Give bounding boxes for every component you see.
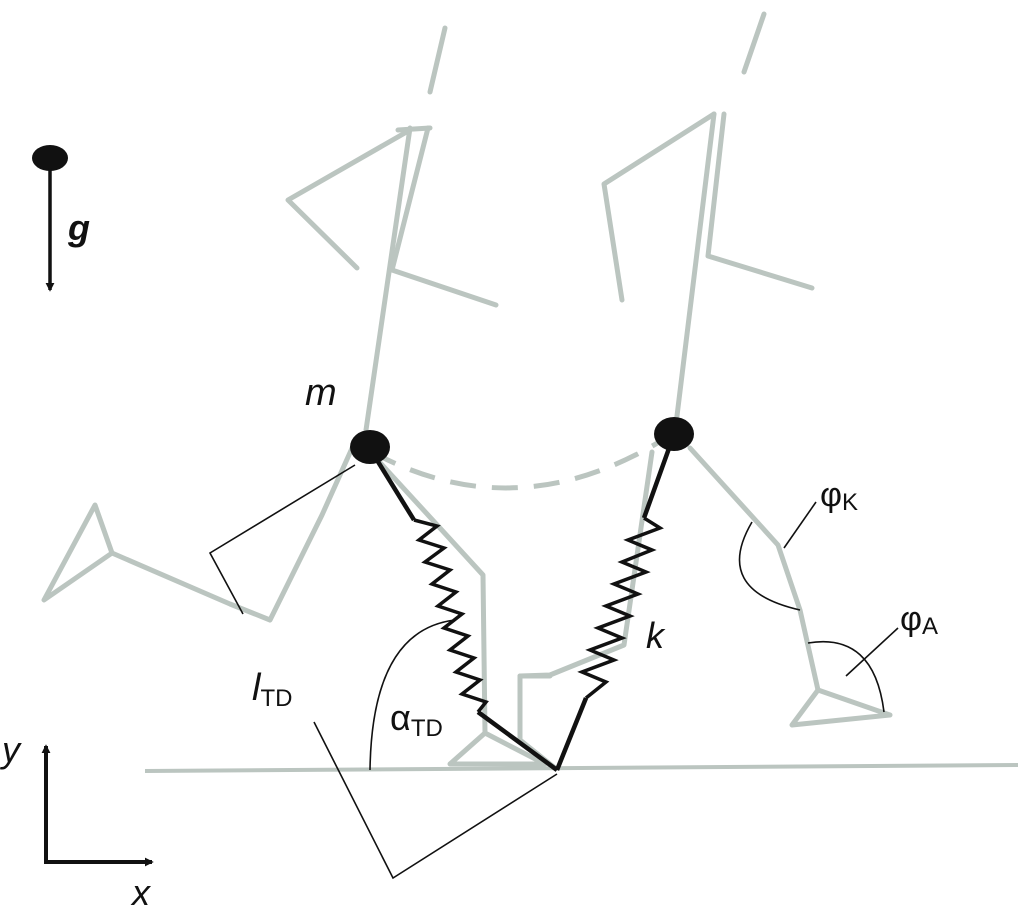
knee-angle-symbol: φ bbox=[820, 476, 842, 514]
left-runner-skeleton bbox=[41, 25, 548, 767]
right-swing-leg bbox=[687, 445, 821, 693]
alpha-symbol: α bbox=[390, 697, 411, 738]
left-mass-point bbox=[350, 430, 390, 464]
gravity-label: g bbox=[67, 207, 90, 248]
leg-length-bracket-upper bbox=[208, 464, 356, 615]
left-leg-spring bbox=[413, 518, 489, 714]
leg-length-subscript: TD bbox=[260, 685, 292, 712]
gravity-source-dot bbox=[32, 145, 68, 171]
left-leg-upper-rod bbox=[370, 450, 416, 522]
right-leg-lower-rod bbox=[554, 697, 589, 771]
left-swing-thigh-shank bbox=[109, 443, 356, 623]
right-arm-back bbox=[601, 111, 717, 303]
leg-length-bracket-lower bbox=[313, 721, 558, 880]
mass-label: m bbox=[305, 372, 337, 414]
ankle-angle-arc bbox=[807, 640, 885, 713]
ankle-angle-leader bbox=[845, 627, 899, 677]
y-axis-label: y bbox=[0, 729, 22, 770]
right-stance-leg bbox=[517, 449, 655, 771]
ankle-angle-subscript: A bbox=[922, 613, 938, 640]
spring-legs bbox=[370, 439, 675, 772]
right-head-segment bbox=[741, 11, 767, 75]
ground-line bbox=[144, 763, 1019, 773]
knee-angle-leader bbox=[783, 501, 817, 549]
left-leg-lower-rod bbox=[476, 710, 559, 772]
leg-length-dimension bbox=[208, 464, 558, 880]
leg-length-label: lTD bbox=[252, 667, 292, 712]
right-trunk bbox=[673, 111, 717, 427]
ankle-angle-symbol: φ bbox=[900, 600, 922, 638]
right-leg-spring bbox=[577, 516, 664, 700]
alpha-label: αTD bbox=[390, 697, 443, 742]
right-arm-front bbox=[705, 111, 815, 291]
left-trunk bbox=[363, 125, 413, 433]
left-arm-front bbox=[389, 125, 499, 308]
x-axis-label: x bbox=[130, 872, 152, 909]
ankle-angle-label: φA bbox=[900, 600, 938, 640]
left-stance-leg bbox=[371, 453, 488, 736]
left-swing-foot bbox=[41, 502, 115, 603]
stiffness-label: k bbox=[646, 615, 666, 656]
left-stance-foot bbox=[447, 730, 548, 767]
right-swing-foot bbox=[789, 687, 893, 728]
right-runner-skeleton bbox=[517, 11, 893, 771]
knee-angle-label: φK bbox=[820, 476, 858, 516]
alpha-subscript: TD bbox=[411, 715, 443, 742]
right-leg-upper-rod bbox=[641, 439, 675, 519]
knee-angle-subscript: K bbox=[842, 489, 858, 516]
knee-angle-arc bbox=[738, 521, 801, 611]
left-arm-back bbox=[285, 127, 413, 271]
left-shoulder bbox=[395, 125, 433, 133]
leg-length-symbol: l bbox=[252, 667, 262, 709]
alpha-arc bbox=[369, 619, 456, 771]
left-head-segment bbox=[427, 25, 448, 95]
com-trajectory bbox=[370, 431, 674, 491]
right-mass-point bbox=[654, 417, 694, 451]
